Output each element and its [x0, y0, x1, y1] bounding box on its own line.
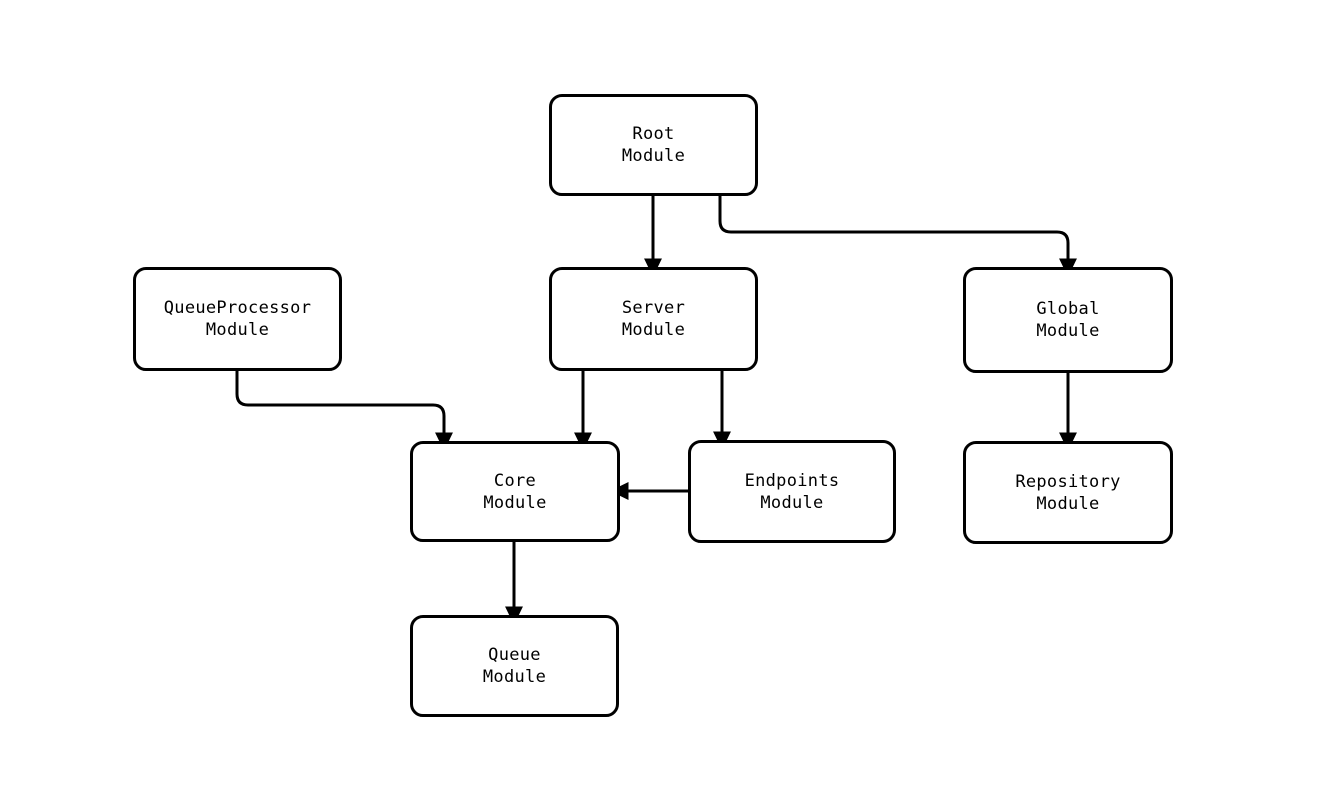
node-server[interactable]: Server Module	[549, 267, 758, 371]
node-queueprocessor[interactable]: QueueProcessor Module	[133, 267, 342, 371]
node-root[interactable]: Root Module	[549, 94, 758, 196]
node-endpoints[interactable]: Endpoints Module	[688, 440, 896, 543]
edges-group	[235, 196, 1077, 625]
node-queueprocessor-label: QueueProcessor Module	[163, 298, 312, 340]
node-global-label: Global Module	[1036, 299, 1100, 341]
node-root-label: Root Module	[621, 124, 686, 166]
node-core[interactable]: Core Module	[410, 441, 620, 542]
edge-root-global	[718, 196, 1077, 277]
node-core-label: Core Module	[483, 470, 547, 513]
node-endpoints-label: Endpoints Module	[744, 470, 840, 513]
node-server-label: Server Module	[621, 298, 686, 340]
node-queue-label: Queue Module	[482, 645, 547, 687]
node-repository[interactable]: Repository Module	[963, 441, 1173, 544]
node-queue[interactable]: Queue Module	[410, 615, 619, 717]
edge-queueprocessor-core	[235, 371, 453, 451]
node-repository-label: Repository Module	[1015, 471, 1121, 514]
node-global[interactable]: Global Module	[963, 267, 1173, 373]
